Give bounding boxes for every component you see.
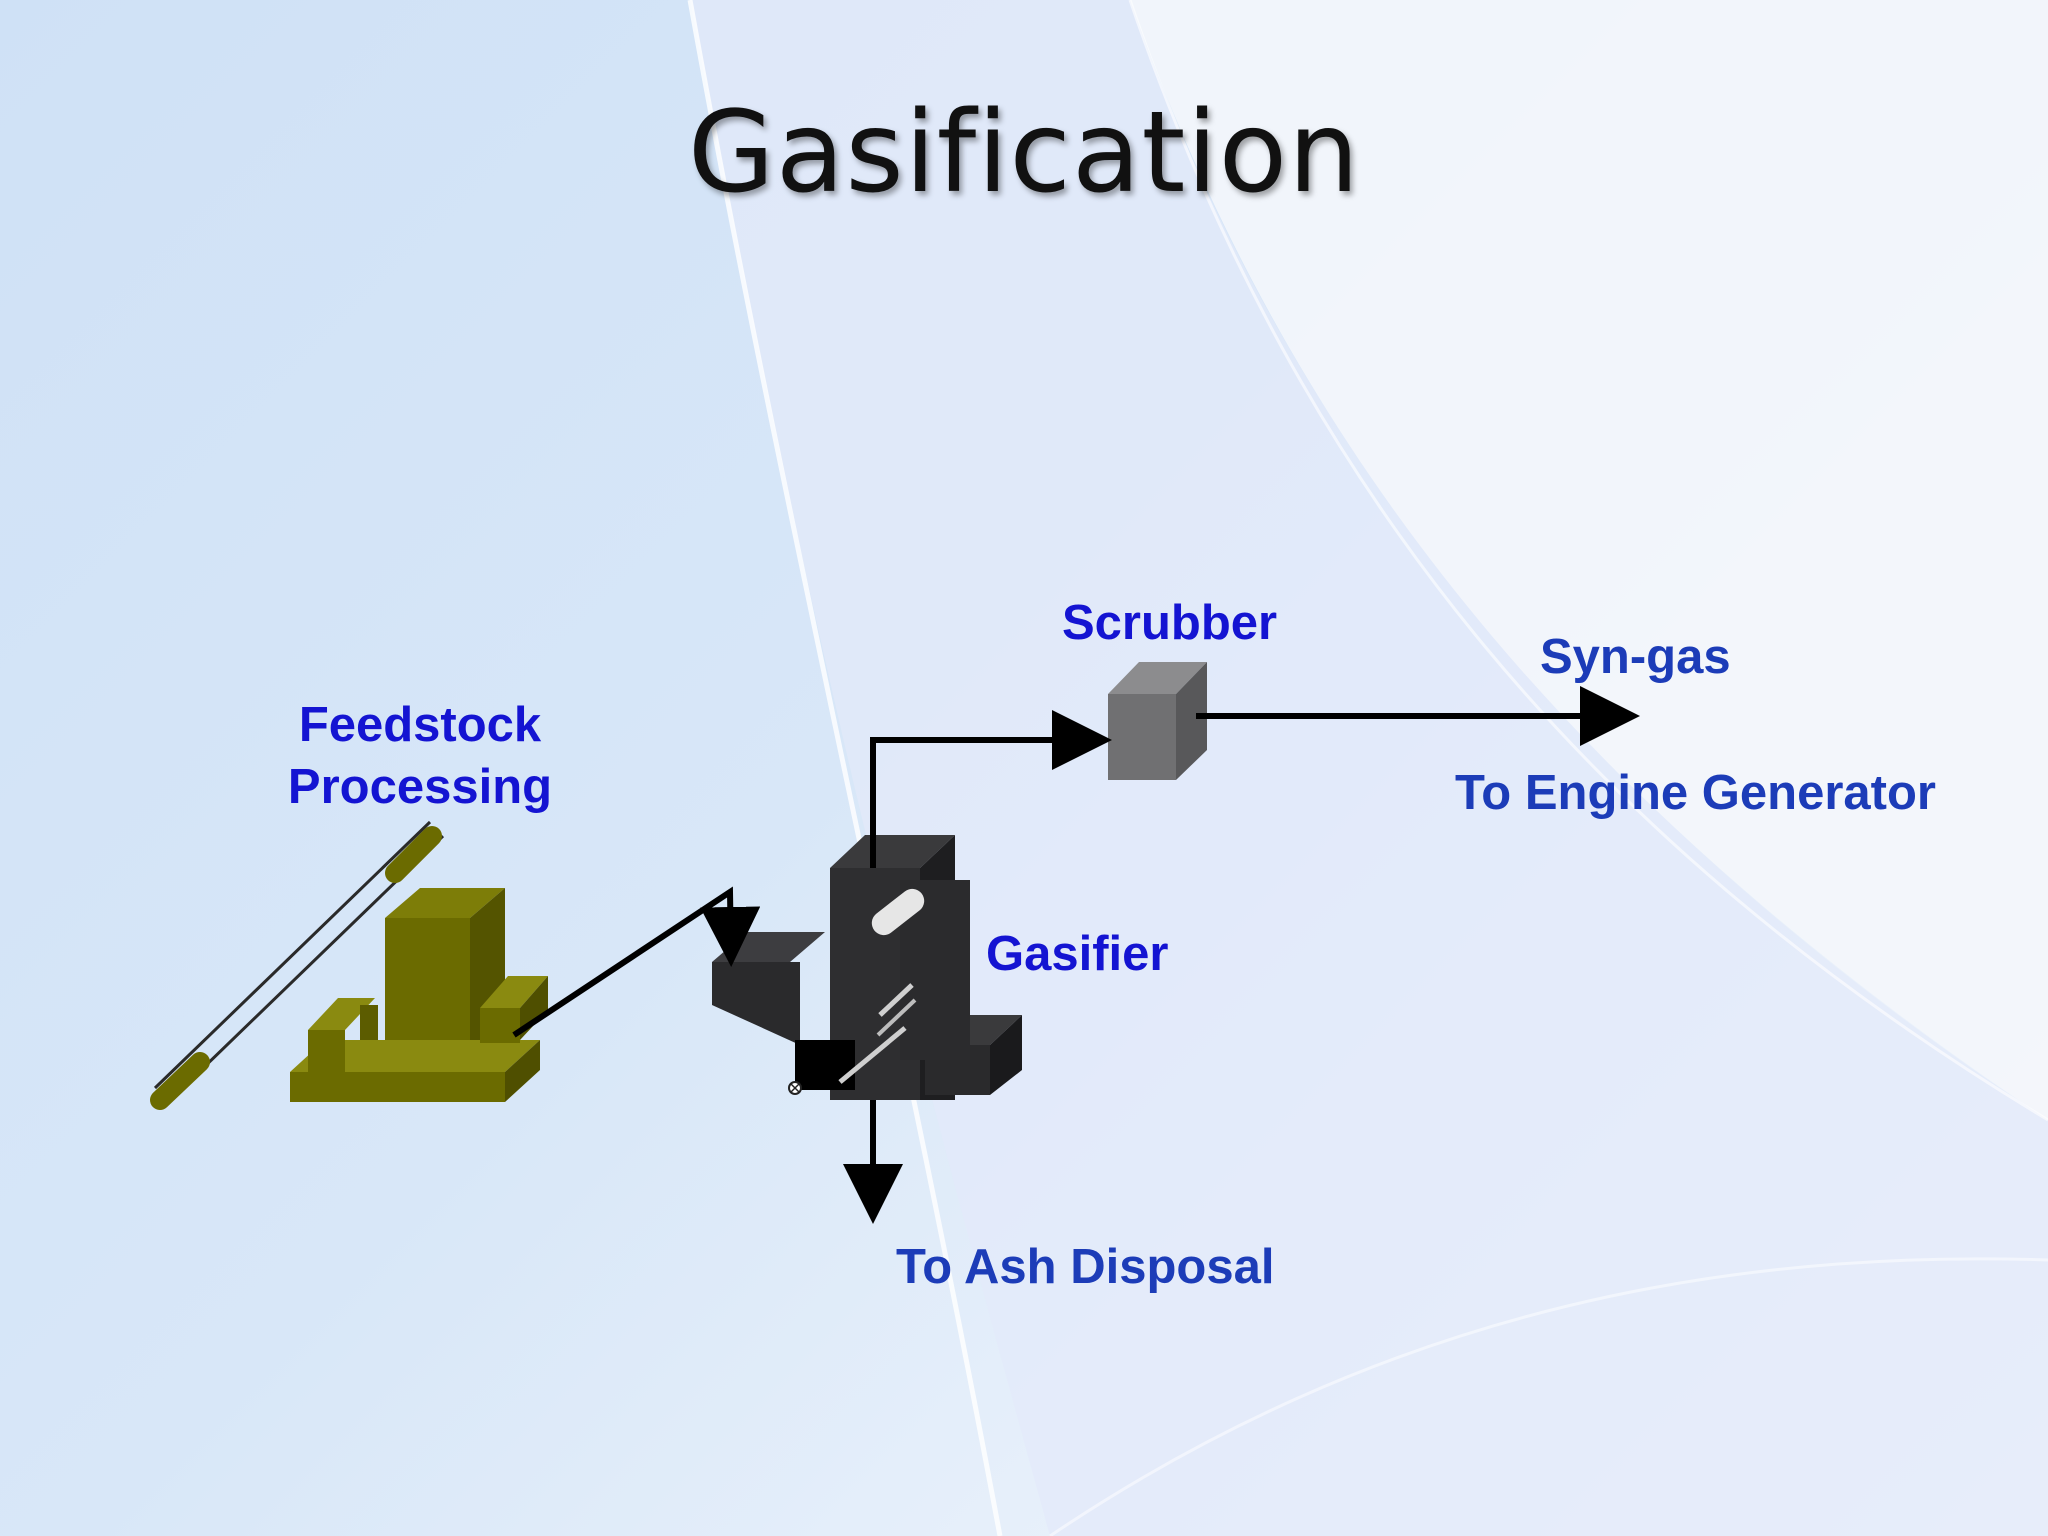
feedstock-processing-label: Feedstock Processing (270, 694, 570, 818)
syngas-label: Syn-gas (1540, 630, 1731, 684)
scrubber-unit (1108, 662, 1207, 780)
feedstock-label-line1: Feedstock (298, 698, 542, 752)
ash-disposal-label: To Ash Disposal (896, 1240, 1275, 1294)
feedstock-processor (290, 888, 548, 1102)
gasifier-label: Gasifier (986, 927, 1169, 981)
feedstock-label-line2: Processing (287, 760, 553, 814)
slide-title: Gasification (687, 88, 1361, 218)
scrubber-label: Scrubber (1062, 596, 1278, 650)
feed-flow-arrow (512, 886, 761, 1038)
gasifier-unit (712, 835, 1022, 1100)
engine-generator-label: To Engine Generator (1455, 766, 1936, 820)
gas-to-scrubber-arrow (870, 710, 1112, 868)
conveyor-belt (150, 820, 445, 1110)
